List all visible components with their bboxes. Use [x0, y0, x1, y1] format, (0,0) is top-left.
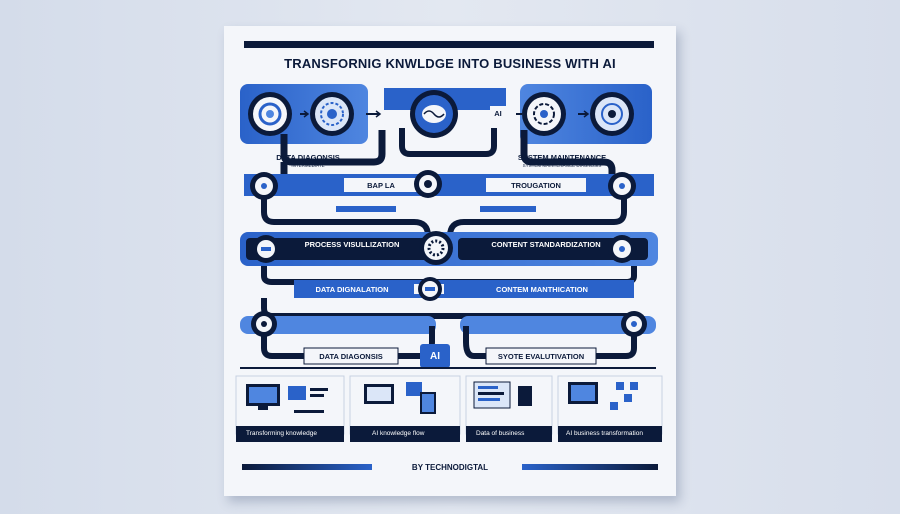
label-content-standardization: CONTENT STANDARDIZATION	[491, 240, 601, 249]
panel-4	[557, 375, 663, 442]
top-rule	[244, 41, 654, 48]
panel-caption-4: AI business transformation	[566, 430, 643, 437]
label-data-digitalization: DATA DIGNALATION	[315, 285, 389, 294]
ai-badge-top: AI	[494, 109, 502, 118]
node-top-4	[590, 92, 634, 136]
label-data-diagnosis-top-sub: INTERMEDIATE	[291, 163, 325, 168]
label-data-diagnosis-top: DATA DIAGONSIS	[276, 153, 340, 162]
row2-band	[244, 174, 654, 196]
poster-title: TRANSFORNIG KNWLDGE INTO BUSINESS WITH A…	[284, 56, 616, 71]
node-row4-center	[418, 277, 442, 301]
footer-credit: BY TECHNODIGTAL	[411, 463, 489, 472]
label-trougation: TROUGATION	[511, 181, 561, 190]
node-row5-left	[251, 311, 277, 337]
node-top-brain	[410, 90, 458, 138]
node-top-3	[522, 92, 566, 136]
node-row2-left	[250, 172, 278, 200]
process-flow-diagram	[235, 84, 663, 442]
node-row3-right	[608, 235, 636, 263]
row2-label-box-left	[344, 178, 418, 192]
node-row2-right	[608, 172, 636, 200]
bottom-rule-left	[242, 464, 372, 470]
row2-label-box-right	[486, 178, 586, 192]
panel-caption-3: Data of business	[476, 430, 525, 437]
panel-caption-2: AI knowledge flow	[372, 430, 425, 437]
panel-3	[465, 375, 553, 442]
label-content-maintenance: CONTEM MANTHICATION	[496, 285, 588, 294]
row5-band-left	[240, 316, 436, 334]
node-top-1	[248, 92, 292, 136]
node-row3-gear	[419, 231, 453, 265]
node-row5-right	[621, 311, 647, 337]
row5-band-right	[460, 316, 656, 334]
node-top-2	[310, 92, 354, 136]
label-system-maintenance-sub: SYSTEM MAINTENANCE DIAGNOSIS	[522, 163, 602, 168]
panel-1	[235, 375, 345, 442]
infographic-poster: TRANSFORNIG KNWLDGE INTO BUSINESS WITH A…	[224, 26, 676, 496]
panel-2	[349, 375, 461, 442]
panel-caption-1: Transforming knowledge	[246, 430, 317, 437]
bottom-rule-right	[522, 464, 658, 470]
node-row3-left	[252, 235, 280, 263]
label-data-diagnosis-bottom: DATA DIAGONSIS	[319, 352, 383, 361]
row4-band	[294, 280, 634, 298]
label-system-evaluation: SYOTE EVALUTIVATION	[497, 352, 585, 361]
node-row2-center	[414, 170, 442, 198]
label-bap-la: BAP LA	[367, 181, 395, 190]
label-system-maintenance: SYSTEM MAINTENANCE	[517, 153, 607, 162]
label-process-visualization: PROCESS VISULLIZATION	[304, 240, 400, 249]
ai-badge-bottom-bg	[420, 344, 450, 368]
ai-badge-bottom: AI	[430, 351, 440, 362]
ai-badge-top-bg	[490, 106, 506, 120]
